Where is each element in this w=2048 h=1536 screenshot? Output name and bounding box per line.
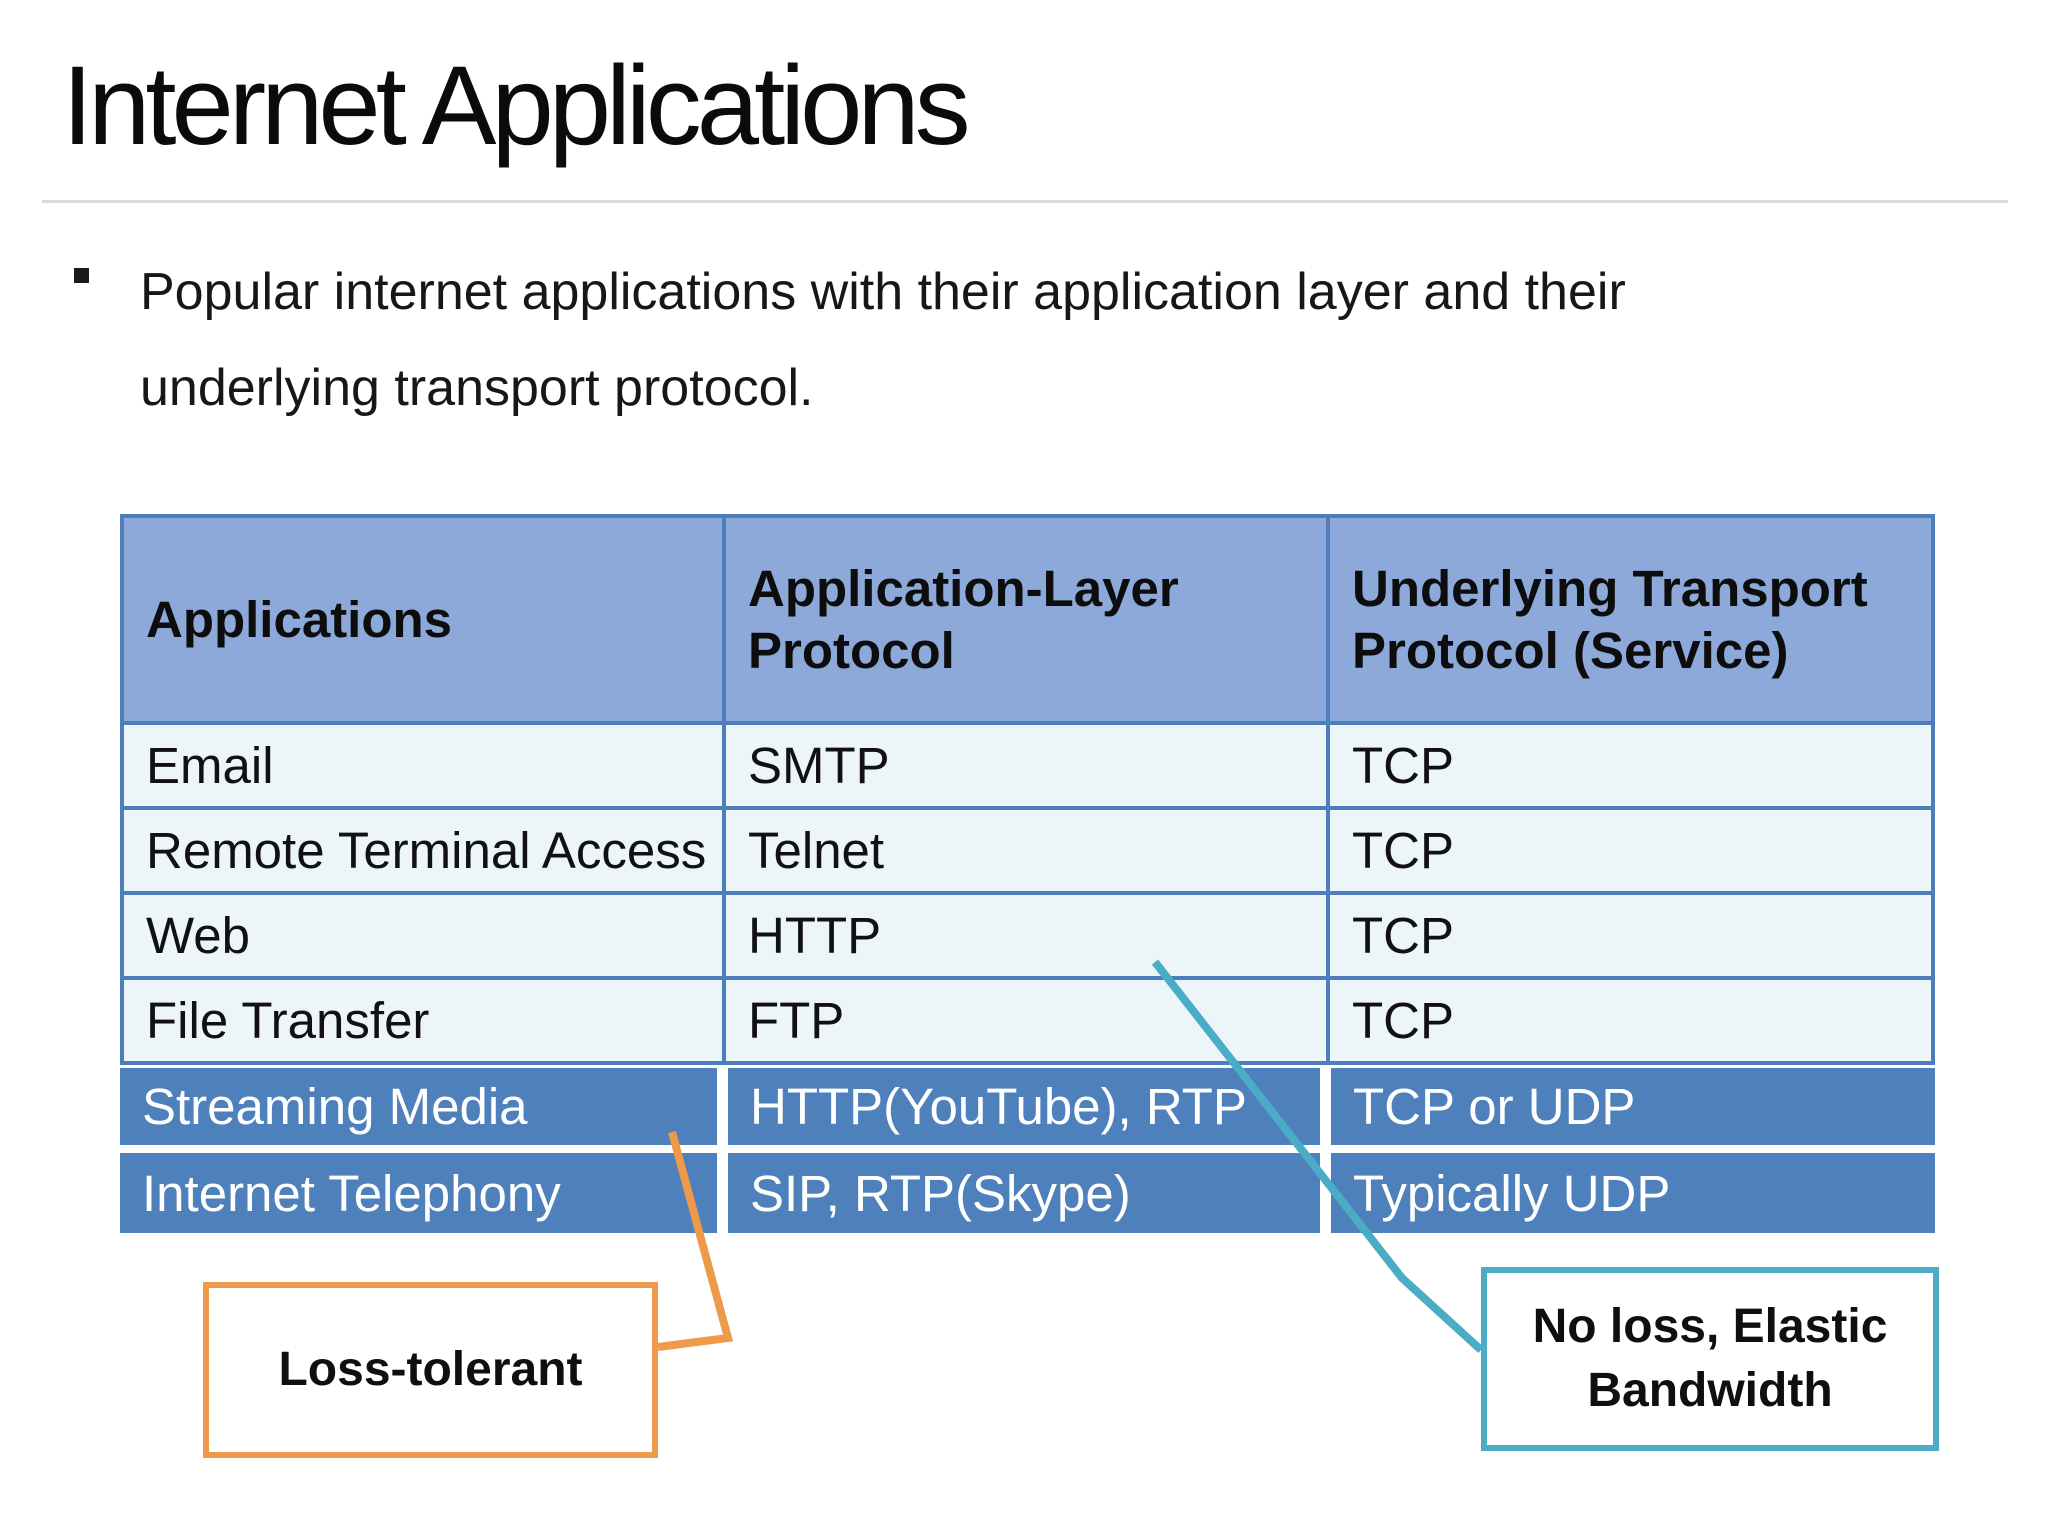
table-cell: Typically UDP xyxy=(1331,1153,1935,1233)
table-row-remote-terminal-access: Remote Terminal Access Telnet TCP xyxy=(124,810,1931,891)
table-cell: Remote Terminal Access xyxy=(124,810,722,891)
table-cell: Internet Telephony xyxy=(120,1153,717,1233)
bullet-icon xyxy=(74,268,89,283)
applications-table: Applications Application-Layer Protocol … xyxy=(120,514,1935,1065)
table-cell: TCP or UDP xyxy=(1331,1068,1935,1145)
loss-tolerant-label: Loss-tolerant xyxy=(278,1343,583,1396)
bullet-paragraph: Popular internet applications with their… xyxy=(140,244,2020,436)
table-cell: TCP xyxy=(1330,810,1931,891)
table-cell: HTTP(YouTube), RTP xyxy=(728,1068,1320,1145)
table-row-file-transfer: File Transfer FTP TCP xyxy=(124,980,1931,1061)
table-cell: FTP xyxy=(726,980,1326,1061)
table-row-web: Web HTTP TCP xyxy=(124,895,1931,976)
table-cell: Email xyxy=(124,725,722,806)
bullet-line-2: underlying transport protocol. xyxy=(140,359,814,417)
header-cell-applications: Applications xyxy=(124,518,722,721)
bullet-line-1: Popular internet applications with their… xyxy=(140,263,1626,321)
table-cell: File Transfer xyxy=(124,980,722,1061)
table-cell: SMTP xyxy=(726,725,1326,806)
header-cell-underlying-transport-protocol: Underlying Transport Protocol (Service) xyxy=(1330,518,1931,721)
table-cell: TCP xyxy=(1330,980,1931,1061)
table-row-email: Email SMTP TCP xyxy=(124,725,1931,806)
table-cell: Web xyxy=(124,895,722,976)
no-loss-elastic-bandwidth-callout: No loss, Elastic Bandwidth xyxy=(1481,1267,1939,1451)
no-loss-label: No loss, Elastic Bandwidth xyxy=(1532,1300,1888,1417)
table-cell: SIP, RTP(Skype) xyxy=(728,1153,1320,1233)
table-cell: TCP xyxy=(1330,725,1931,806)
loss-tolerant-callout: Loss-tolerant xyxy=(203,1282,658,1458)
table-row-streaming-media: Streaming Media HTTP(YouTube), RTP TCP o… xyxy=(120,1068,1935,1145)
table-row-internet-telephony: Internet Telephony SIP, RTP(Skype) Typic… xyxy=(120,1153,1935,1233)
table-cell: HTTP xyxy=(726,895,1326,976)
page-title: Internet Applications xyxy=(62,43,971,168)
table-cell: TCP xyxy=(1330,895,1931,976)
table-cell: Streaming Media xyxy=(120,1068,717,1145)
title-divider xyxy=(42,200,2008,203)
table-cell: Telnet xyxy=(726,810,1326,891)
header-cell-application-layer-protocol: Application-Layer Protocol xyxy=(726,518,1326,721)
table-header-row: Applications Application-Layer Protocol … xyxy=(124,518,1931,721)
